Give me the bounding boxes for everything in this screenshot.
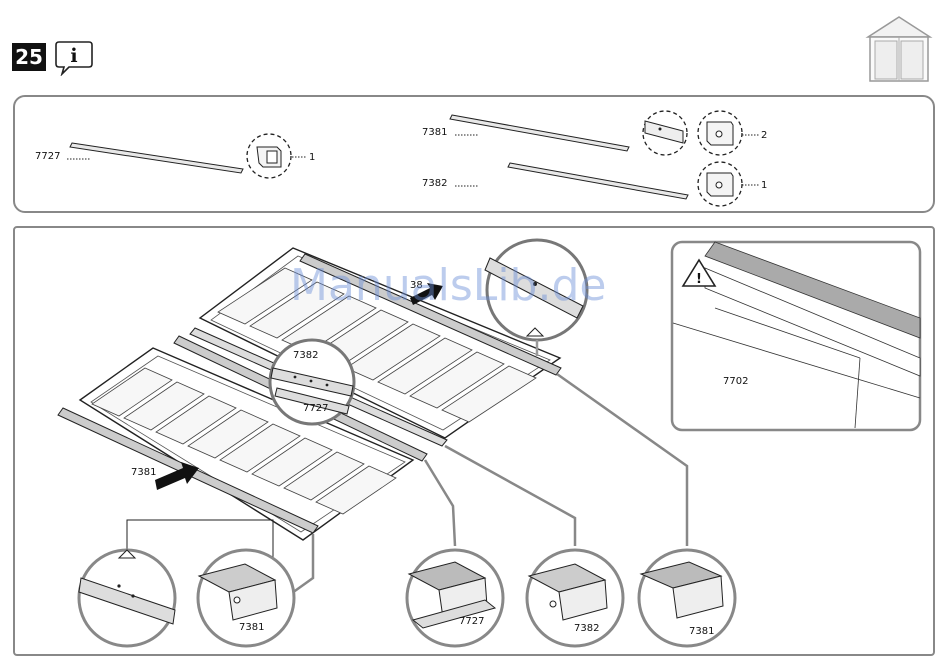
svg-text:!: ! xyxy=(696,272,702,287)
detail-circle-4: 7382 xyxy=(527,550,623,646)
step-number: 25 xyxy=(12,43,46,71)
circle-label: 7381 xyxy=(689,626,714,637)
part-qty: 1 xyxy=(761,180,767,191)
part-code: 7381 xyxy=(422,127,447,138)
detail-circle-3: 7727 xyxy=(407,550,503,646)
detail-box-7702: ! 7702 xyxy=(672,242,920,430)
info-icon: i xyxy=(55,40,95,76)
assembly-illustration: 38 7381 7382 7727 xyxy=(13,226,935,656)
shed-icon xyxy=(862,13,936,85)
part-7381: 7381 2 xyxy=(422,111,767,155)
svg-text:i: i xyxy=(70,45,77,67)
circle-label: 7381 xyxy=(239,622,264,633)
joint-zoom-circle: 7382 7727 xyxy=(270,340,354,424)
parts-panel: 7727 1 7381 2 xyxy=(13,95,935,213)
part-7382: 7382 1 xyxy=(422,162,767,206)
detail-circle-2: 7381 xyxy=(198,550,294,646)
part-code: 7727 xyxy=(35,151,60,162)
detail-circle-1 xyxy=(79,550,175,646)
circle-label: 7727 xyxy=(459,616,484,627)
circle-label: 7382 xyxy=(574,623,599,634)
arrow-label: 7381 xyxy=(131,467,156,478)
part-code: 7382 xyxy=(422,178,447,189)
callout-label: 7727 xyxy=(303,403,328,414)
part-7727: 7727 1 xyxy=(35,134,315,178)
detail-circle-5: 7381 xyxy=(639,550,735,646)
callout-label: 38 xyxy=(410,280,423,291)
part-qty: 1 xyxy=(309,152,315,163)
detail-label: 7702 xyxy=(723,376,748,387)
callout-label: 7382 xyxy=(293,350,318,361)
part-qty: 2 xyxy=(761,130,767,141)
